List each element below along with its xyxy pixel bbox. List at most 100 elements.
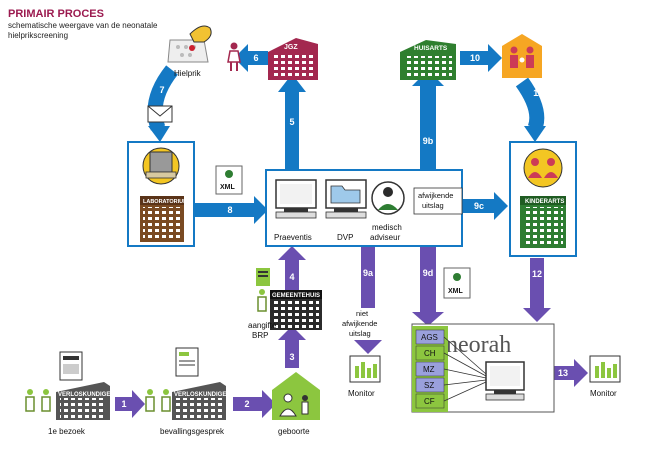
arrow-1: 1 [115, 390, 145, 418]
svg-text:9d: 9d [423, 268, 434, 278]
computer-icon [275, 179, 317, 219]
aangifte-label-line1: aangifte [248, 321, 277, 330]
svg-text:9b: 9b [423, 136, 434, 146]
svg-text:11: 11 [533, 88, 543, 98]
person-icon-aangifte [257, 289, 267, 312]
svg-text:CF: CF [424, 397, 435, 406]
svg-text:XML: XML [448, 288, 464, 295]
envelope-icon [147, 105, 173, 123]
heel-prick-icon [167, 25, 212, 63]
svg-text:6: 6 [253, 53, 258, 63]
afwijkende-label-line1: afwijkende [418, 191, 453, 200]
arrow-10: 10 [460, 44, 502, 72]
arrow-3: 3 [278, 326, 306, 368]
gemeentehuis-node: GEMEENTEHUIS aangifte BRP [248, 268, 322, 340]
huisarts-building: HUISARTS [400, 40, 456, 80]
hielprik-label: Hielprik [174, 69, 202, 78]
arrow-13: 13 [552, 359, 588, 387]
svg-text:12: 12 [532, 269, 542, 279]
people-icon-verloskundige-2 [145, 389, 171, 412]
svg-text:1: 1 [121, 399, 126, 409]
family-figure-small [227, 42, 241, 71]
svg-text:2: 2 [244, 399, 249, 409]
praeventis-label: Praeventis [274, 233, 312, 242]
svg-text:8: 8 [227, 205, 232, 215]
geboorte-label: geboorte [278, 427, 310, 436]
svg-text:AGS: AGS [421, 333, 438, 342]
svg-text:9a: 9a [363, 268, 374, 278]
diagram-subtitle: schematische weergave van de neonatale h… [8, 21, 158, 40]
dvp-label: DVP [337, 233, 353, 242]
arrow-11: 11 [515, 77, 546, 142]
svg-text:3: 3 [289, 352, 294, 362]
arrow-12: 12 [523, 258, 551, 322]
bar-chart-monitor-icon [349, 355, 381, 383]
kinderarts-label: KINDERARTS [525, 199, 564, 205]
eerste-bezoek-label: 1e bezoek [48, 427, 86, 436]
svg-text:SZ: SZ [424, 381, 434, 390]
svg-text:5: 5 [289, 117, 294, 127]
svg-text:MZ: MZ [423, 365, 435, 374]
niet-afwijkende-label: niet afwijkende uitslag [340, 308, 384, 340]
afwijkende-label-line2: uitslag [422, 201, 444, 210]
huisarts-label: HUISARTS [414, 45, 448, 52]
verloskundige-2-label: VERLOSKUNDIGE [174, 392, 226, 398]
arrow-8: 8 [195, 196, 268, 224]
verloskundige-building-2: VERLOSKUNDIGE [172, 382, 226, 420]
monitor-left: Monitor [348, 355, 381, 398]
verloskundige-building-1: VERLOSKUNDIGE [56, 382, 110, 420]
arrow-4: 4 [278, 246, 306, 291]
people-icon-verloskundige-1 [25, 389, 51, 412]
monitor-right-label: Monitor [590, 389, 617, 398]
diagram-title: PRIMAIR PROCES [8, 8, 104, 20]
document-icon-2 [175, 347, 199, 377]
svg-text:4: 4 [289, 272, 294, 282]
xml-badge-2: XML [443, 267, 471, 299]
central-box: Praeventis DVP medisch adviseur afwijken… [265, 169, 463, 247]
jgz-label: JGZ [284, 44, 298, 51]
neorah-list: AGS CH MZ SZ CF [415, 329, 445, 409]
neorah-logo: neorah [446, 332, 511, 358]
svg-text:uitslag: uitslag [349, 329, 371, 338]
laboratorium-node: LABORATORIUM [127, 141, 195, 247]
neorah-node: neorah AGS CH MZ SZ CF [411, 323, 555, 413]
bar-chart-monitor-icon [589, 355, 621, 383]
family-icon [502, 34, 542, 78]
monitor-right: Monitor [589, 355, 621, 398]
arrow-9d: 9d [412, 232, 444, 326]
svg-text:9c: 9c [474, 201, 484, 211]
hielprik-node: Hielprik [167, 25, 212, 78]
jgz-building: JGZ [268, 38, 318, 80]
svg-text:7: 7 [159, 85, 164, 95]
svg-text:afwijkende: afwijkende [342, 319, 377, 328]
laboratorium-label: LABORATORIUM [143, 199, 188, 205]
svg-text:10: 10 [470, 53, 480, 63]
bevallingsgesprek-label: bevallingsgesprek [160, 427, 225, 436]
arrow-7: 7 [147, 65, 178, 142]
doctor-icon [371, 181, 405, 215]
computer-icon [485, 361, 525, 401]
svg-text:CH: CH [424, 349, 436, 358]
geboorte-node [272, 372, 320, 420]
folder-icon [325, 179, 367, 219]
people-icon [523, 148, 563, 188]
arrow-2: 2 [233, 390, 276, 418]
kinderarts-node: KINDERARTS [509, 141, 577, 257]
neorah-connector-lines [443, 336, 487, 402]
xml-badge-1: XML [215, 165, 243, 195]
monitor-left-label: Monitor [348, 389, 375, 398]
arrow-6: 6 [234, 44, 268, 72]
medisch-label-line2: adviseur [370, 233, 401, 242]
svg-text:13: 13 [558, 368, 568, 378]
aangifte-label-line2: BRP [252, 331, 268, 340]
svg-text:niet: niet [356, 309, 369, 318]
document-icon-1 [59, 351, 83, 381]
verloskundige-1-label: VERLOSKUNDIGE [58, 392, 110, 398]
arrow-9c: 9c [462, 192, 508, 220]
medisch-label-line1: medisch [372, 223, 402, 232]
arrow-5: 5 [278, 74, 306, 170]
svg-text:XML: XML [220, 184, 236, 191]
gemeentehuis-label: GEMEENTEHUIS [272, 293, 320, 299]
